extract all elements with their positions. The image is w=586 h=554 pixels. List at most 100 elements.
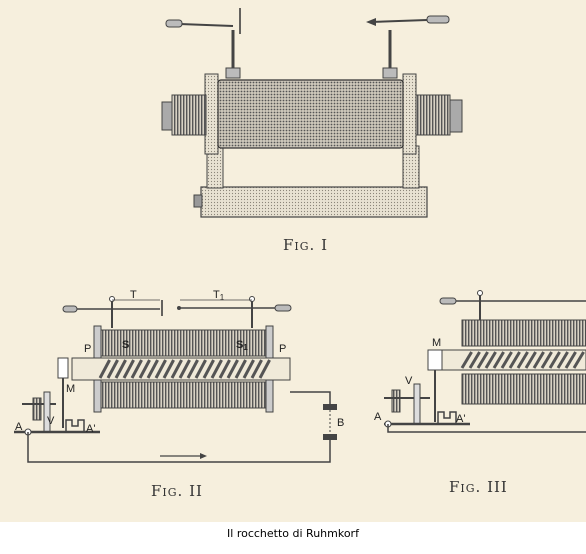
helix-winding <box>210 359 223 379</box>
fig1-caption: Fig. I <box>283 236 329 254</box>
fig1-endcap-right <box>402 73 417 155</box>
helix-winding <box>508 351 521 369</box>
helix-winding <box>234 359 247 379</box>
fig1-primary-left <box>171 94 207 136</box>
helix-winding <box>186 359 199 379</box>
helix-winding <box>98 359 111 379</box>
fig1-base <box>200 186 428 218</box>
fig1-rod-right <box>369 19 428 23</box>
helix-winding <box>500 351 513 369</box>
fig1-terminal-left <box>161 101 173 131</box>
fig3-secondary-bottom <box>461 373 586 405</box>
fig1-post-base-left <box>225 67 241 79</box>
helix-winding <box>162 359 175 379</box>
fig2-label-a: A <box>15 421 23 433</box>
helix-winding <box>556 351 569 369</box>
fig2-label-s1: S1 <box>236 339 248 352</box>
fig3-label-v: V <box>405 375 413 387</box>
fig2-label-m: M <box>66 383 75 395</box>
fig1-base-screw-left <box>193 194 203 208</box>
fig3-contact-aprime <box>437 411 457 424</box>
fig1-post-base-right <box>382 67 398 79</box>
fig2-wire-right <box>290 391 331 404</box>
fig2-label-aprime: A' <box>86 423 95 435</box>
helix-winding <box>218 359 231 379</box>
fig2-wire-bottom <box>27 432 331 463</box>
fig2-primary-helix <box>98 359 271 379</box>
fig3-wire <box>387 424 586 433</box>
helix-winding <box>122 359 135 379</box>
helix-winding <box>468 351 481 369</box>
fig2-current-arrowhead <box>200 453 207 459</box>
fig3-primary-helix <box>460 351 585 369</box>
fig2-handle-right <box>274 304 292 312</box>
fig1-coil-cylinder <box>217 79 404 149</box>
helix-winding <box>564 351 577 369</box>
fig3-label-a: A <box>374 411 382 423</box>
helix-winding <box>170 359 183 379</box>
helix-winding <box>524 351 537 369</box>
helix-winding <box>154 359 167 379</box>
fig1-rod-left <box>179 23 234 27</box>
helix-winding <box>548 351 561 369</box>
fig2-label-t: T <box>130 289 137 301</box>
fig3-handle <box>439 297 457 305</box>
fig2-spark-ball <box>177 306 181 310</box>
fig2-caption: Fig. II <box>151 482 203 500</box>
fig2-label-p-left: P <box>84 343 91 355</box>
helix-winding <box>194 359 207 379</box>
helix-winding <box>226 359 239 379</box>
helix-winding <box>540 351 553 369</box>
helix-winding <box>460 351 473 369</box>
fig1-coil-drawing <box>161 8 463 218</box>
fig3-post-ball <box>477 290 483 296</box>
fig2-post-right-ball <box>249 296 255 302</box>
fig3-secondary-top <box>461 319 586 347</box>
fig3-screw-head <box>391 389 401 413</box>
helix-winding <box>250 359 263 379</box>
fig2-secondary-top <box>100 329 267 357</box>
fig2-secondary-bottom <box>100 381 267 409</box>
helix-winding <box>130 359 143 379</box>
fig2-battery-plate-bottom <box>323 434 337 440</box>
fig2-schematic: T T1 S S1 P P M V A A' B <box>14 289 344 463</box>
helix-winding <box>242 359 255 379</box>
helix-winding <box>138 359 151 379</box>
fig2-battery-plate-top <box>323 404 337 410</box>
helix-winding <box>106 359 119 379</box>
fig1-endcap-left <box>204 73 219 155</box>
helix-winding <box>114 359 127 379</box>
fig3-label-aprime: A' <box>456 413 465 425</box>
diagram-canvas: T T1 S S1 P P M V A A' B M V A A' <box>14 8 586 463</box>
helix-winding <box>178 359 191 379</box>
helix-winding <box>484 351 497 369</box>
helix-winding <box>516 351 529 369</box>
helix-winding <box>492 351 505 369</box>
fig1-handle-right <box>426 15 450 24</box>
helix-winding <box>258 359 271 379</box>
helix-winding <box>532 351 545 369</box>
helix-winding <box>202 359 215 379</box>
fig2-label-v: V <box>47 415 55 427</box>
fig2-screw-head <box>32 397 42 421</box>
helix-winding <box>146 359 159 379</box>
fig2-label-t1: T1 <box>213 289 225 302</box>
fig3-hammer-m <box>427 349 443 371</box>
fig1-handle-left <box>165 19 183 28</box>
fig1-spark-point <box>366 18 376 26</box>
fig3-schematic: M V A A' <box>374 290 586 433</box>
helix-winding <box>476 351 489 369</box>
fig3-label-m: M <box>432 337 441 349</box>
fig2-contact-aprime <box>65 419 85 432</box>
fig3-screw-post <box>413 383 421 425</box>
helix-winding <box>572 351 585 369</box>
fig2-post-left-ball <box>109 296 115 302</box>
fig2-label-b: B <box>337 417 344 429</box>
image-caption: Il rocchetto di Ruhmkorf <box>227 527 359 540</box>
fig2-hammer-m <box>57 357 69 379</box>
fig1-primary-right <box>415 94 451 136</box>
fig1-terminal-right <box>449 99 463 133</box>
fig3-caption: Fig. III <box>449 478 508 496</box>
fig2-label-p-right: P <box>279 343 286 355</box>
fig2-label-s: S <box>122 339 129 351</box>
